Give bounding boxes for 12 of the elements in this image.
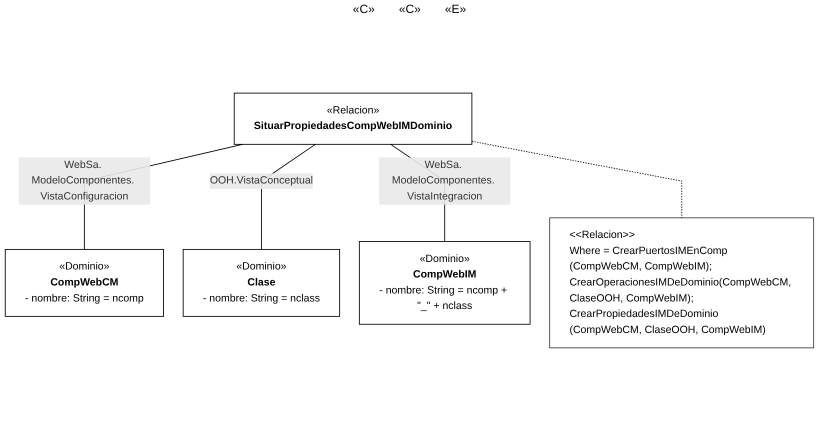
node-box: «Dominio» Clase - nombre: String = nclass	[182, 248, 340, 317]
edge-label: OOH.VistaConceptual	[210, 175, 313, 186]
stereotype-label: «C»	[398, 2, 421, 16]
connector	[471, 140, 682, 218]
edge-label: WebSa. ModeloComponentes. VistaConfiguracion	[32, 159, 134, 202]
node-box: «Dominio» CompWebIM - nombre: String = ncomp + "_" + nclass	[358, 241, 530, 325]
node-box: «Relacion» SituarPropiedadesCompWebIMDominio	[234, 92, 472, 145]
stereotype-label: «C»	[352, 2, 375, 16]
stereotype-label: «E»	[444, 2, 466, 16]
node-box: «Dominio» CompWebCM - nombre: String = ncomp	[4, 248, 164, 317]
edge-label: WebSa. ModeloComponentes. VistaIntegracion	[392, 159, 495, 202]
node-box: <<Relacion>> Where = CrearPuertosIMEnComp (CompWebCM, CompWebIM); CrearOperacionesIMDeDominio(CompWebCM, ClaseOOH, CompWebIM); CrearPropiedadesIMDeDominio (CompWebCM, ClaseOOH, CompWebIM)	[549, 218, 814, 348]
